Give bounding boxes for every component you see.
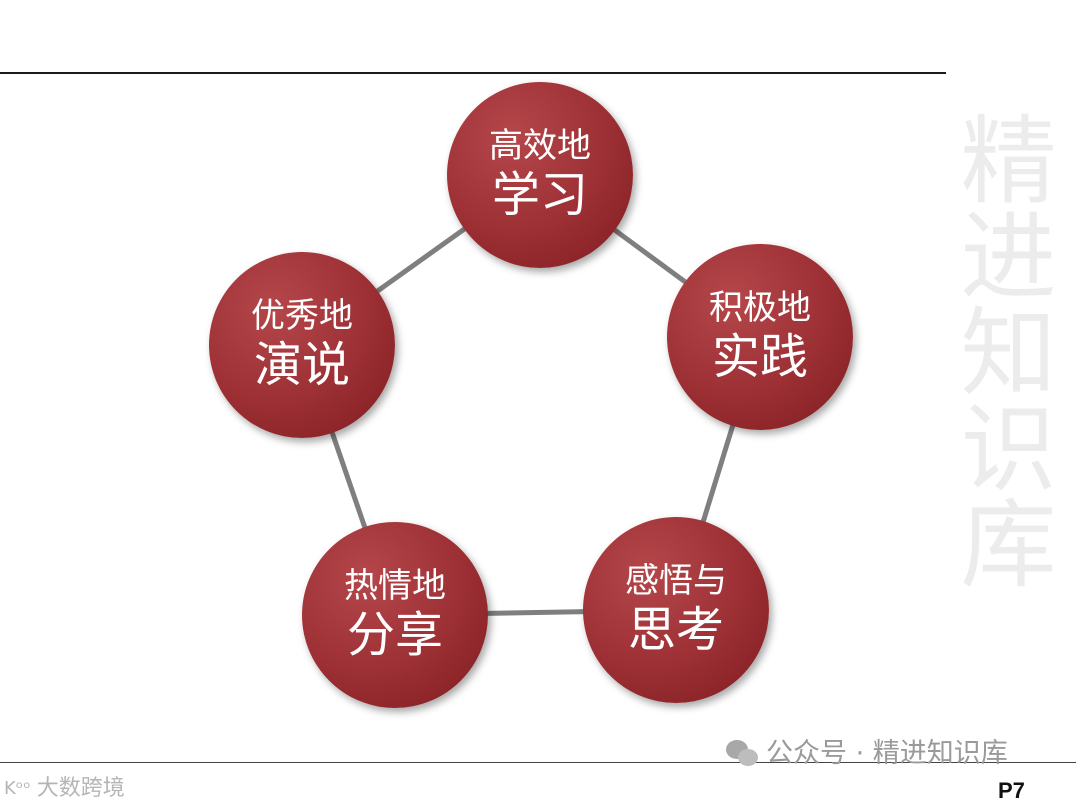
top-divider xyxy=(0,72,946,74)
node-label-top: 积极地 xyxy=(709,288,811,328)
wechat-icon xyxy=(726,740,760,768)
node-label-main: 学习 xyxy=(491,167,588,223)
node-practice: 积极地 实践 xyxy=(667,244,853,430)
node-reflect: 感悟与 思考 xyxy=(583,517,769,703)
account-watermark: 公众号 · 精进知识库 xyxy=(726,738,1008,770)
brand-logo: Kᵒᵒ 大数跨境 xyxy=(4,776,125,802)
node-label-top: 高效地 xyxy=(489,126,591,166)
node-speak: 优秀地 演说 xyxy=(209,252,395,438)
logo-text: 大数跨境 xyxy=(36,776,125,801)
node-label-main: 思考 xyxy=(627,602,724,658)
node-learn: 高效地 学习 xyxy=(447,82,633,268)
node-label-main: 实践 xyxy=(711,329,808,385)
account-text: 公众号 · 精进知识库 xyxy=(766,738,1008,769)
watermark-text: 精进知识库 xyxy=(944,110,1056,590)
node-label-main: 分享 xyxy=(346,607,443,663)
node-label-top: 感悟与 xyxy=(625,561,727,601)
logo-mark-icon: Kᵒᵒ xyxy=(4,778,31,799)
node-share: 热情地 分享 xyxy=(302,522,488,708)
page-number: P7 xyxy=(998,778,1025,803)
node-label-top: 热情地 xyxy=(344,566,446,606)
node-label-main: 演说 xyxy=(253,337,350,393)
node-label-top: 优秀地 xyxy=(251,296,353,336)
bottom-divider xyxy=(0,762,1076,763)
